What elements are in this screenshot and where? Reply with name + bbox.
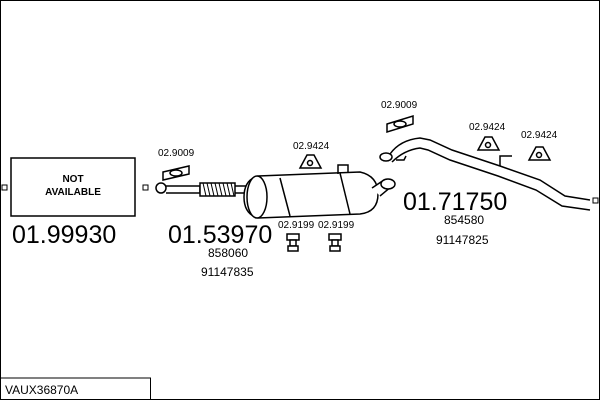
- rear-pipe-icon: [379, 137, 591, 211]
- front-oem-2: 91147835: [201, 265, 254, 279]
- flex-joint-icon: [199, 182, 236, 197]
- front-inlet-pipe: [166, 185, 201, 194]
- reference-code: VAUX36870A: [5, 383, 78, 397]
- left-edge-marker: [1, 184, 8, 191]
- front-muffler-icon: [243, 171, 379, 219]
- rear-part-number: 01.71750: [403, 188, 507, 216]
- front-gasket-icon: [162, 165, 190, 181]
- front-hanger-top-label: 02.9424: [293, 141, 330, 152]
- rear-hanger-a-label: 02.9424: [469, 122, 506, 133]
- front-part-number: 01.53970: [168, 221, 272, 249]
- rear-gasket-icon: [386, 114, 414, 134]
- rear-hanger-b-label: 02.9424: [521, 130, 558, 141]
- front-muffler-bracket: [337, 164, 349, 174]
- not-available-line1: NOT: [62, 174, 83, 185]
- front-hanger-top-icon: [298, 154, 323, 169]
- front-hanger-right-label: 02.9199: [318, 220, 355, 231]
- right-edge-marker: [592, 197, 599, 204]
- rear-oem-1: 854580: [444, 213, 484, 227]
- front-hanger-right-icon: [328, 233, 342, 252]
- rear-hanger-b-icon: [527, 146, 552, 161]
- rear-pipe-bracket: [499, 155, 512, 166]
- front-gasket-label: 02.9009: [158, 148, 195, 159]
- connector-marker: [142, 184, 149, 191]
- rear-hanger-a-icon: [476, 136, 501, 151]
- not-available-line2: AVAILABLE: [45, 187, 101, 198]
- front-hanger-left-label: 02.9199: [278, 220, 315, 231]
- not-available-box: [10, 157, 136, 217]
- front-hanger-left-icon: [286, 233, 300, 252]
- rear-oem-2: 91147825: [436, 233, 489, 247]
- front-outlet-flange: [380, 178, 396, 190]
- front-oem-1: 858060: [208, 246, 248, 260]
- not-available-part-number: 01.99930: [12, 221, 116, 249]
- front-inlet-ring: [155, 182, 167, 194]
- rear-gasket-label: 02.9009: [381, 100, 418, 111]
